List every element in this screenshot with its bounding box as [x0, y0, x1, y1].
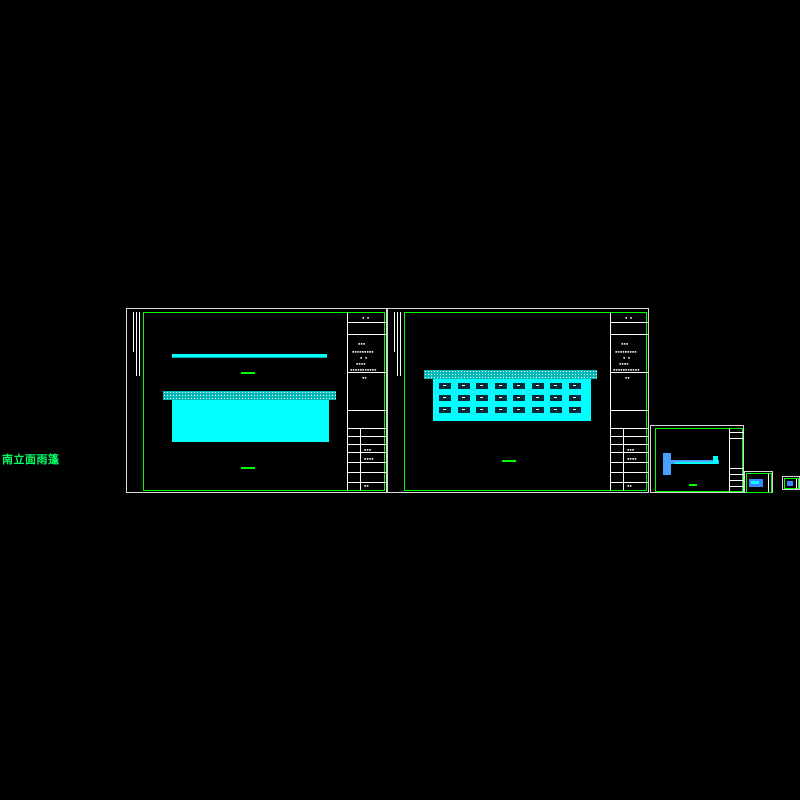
thumbnail-detail — [751, 481, 759, 484]
canopy-panel-cell — [439, 395, 451, 401]
drawing-frame — [143, 312, 385, 491]
detail-canopy-glass — [675, 462, 717, 464]
drawing-frame — [746, 473, 772, 493]
canopy-panel-cell — [550, 383, 562, 389]
drawing-frame — [655, 428, 743, 492]
binding-margin-line — [397, 312, 398, 376]
canopy-panel-cell — [439, 407, 451, 413]
canopy-panel-cell — [439, 383, 451, 389]
canopy-panel-cell — [476, 407, 488, 413]
binding-margin-line — [394, 312, 395, 352]
sheet-5[interactable] — [782, 476, 800, 490]
binding-margin-line — [400, 312, 401, 376]
canopy-panel-cell — [494, 383, 507, 389]
binding-margin-line — [136, 312, 137, 376]
canopy-panel-cell — [457, 395, 470, 401]
sheet-3[interactable] — [650, 425, 744, 493]
sheet-2[interactable]: ▪ ▪ ▪▪▪ ▪▪▪▪▪▪▪▪▪ ▪ ▪ ▪▪▪▪ ▪▪▪▪▪▪▪▪▪▪▪ ▪… — [387, 308, 649, 493]
canopy-panel-cell — [568, 395, 581, 401]
canopy-panel-cell — [476, 395, 488, 401]
canopy-hatch-band — [424, 370, 597, 379]
view-caption — [241, 372, 255, 374]
canopy-panel-cell — [513, 383, 525, 389]
canopy-panel-cell — [568, 407, 581, 413]
binding-margin-line — [139, 312, 140, 376]
canopy-panel-cell — [568, 383, 581, 389]
thumbnail-title-line — [768, 474, 769, 492]
view-caption — [502, 460, 516, 462]
detail-bracket — [713, 456, 718, 464]
title-block: ▪ ▪ ▪▪▪ ▪▪▪▪▪▪▪▪▪ ▪ ▪ ▪▪▪▪ ▪▪▪▪▪▪▪▪▪▪▪ ▪… — [610, 312, 648, 491]
title-block: ▪ ▪ ▪▪▪ ▪▪▪▪▪▪▪▪▪ ▪ ▪ ▪▪▪▪ ▪▪▪▪▪▪▪▪▪▪▪ ▪… — [347, 312, 386, 491]
canopy-top-strip — [172, 354, 327, 357]
canopy-panel-cell — [513, 407, 525, 413]
canopy-panel-cell — [494, 407, 507, 413]
thumbnail-detail — [787, 481, 793, 486]
sheet-4[interactable] — [744, 471, 773, 493]
drawing-label[interactable]: 南立面雨篷 — [2, 453, 60, 466]
thumbnail-title-line — [796, 479, 797, 489]
canopy-panel-cell — [476, 383, 488, 389]
canopy-panel-cell — [457, 407, 470, 413]
canopy-hatch-band — [163, 391, 336, 400]
canopy-panel-cell — [531, 383, 544, 389]
binding-margin-line — [133, 312, 134, 352]
canopy-panel-cell — [531, 395, 544, 401]
canopy-strip-edge — [172, 357, 327, 358]
view-caption — [689, 484, 697, 486]
title-block — [729, 428, 744, 492]
sheet-1[interactable]: ▪ ▪ ▪▪▪ ▪▪▪▪▪▪▪▪▪ ▪ ▪ ▪▪▪▪ ▪▪▪▪▪▪▪▪▪▪▪ ▪… — [126, 308, 387, 493]
canopy-panel-cell — [531, 407, 544, 413]
view-caption — [241, 467, 255, 469]
drawing-frame — [404, 312, 647, 491]
canopy-panel-cell — [513, 395, 525, 401]
canopy-panel-cell — [494, 395, 507, 401]
drawing-frame — [784, 478, 799, 489]
canopy-panel-cell — [457, 383, 470, 389]
canopy-panel-cell — [550, 407, 562, 413]
elevation-wall-fill — [172, 400, 329, 442]
detail-wall-section — [663, 453, 671, 475]
canopy-panel-cell — [550, 395, 562, 401]
